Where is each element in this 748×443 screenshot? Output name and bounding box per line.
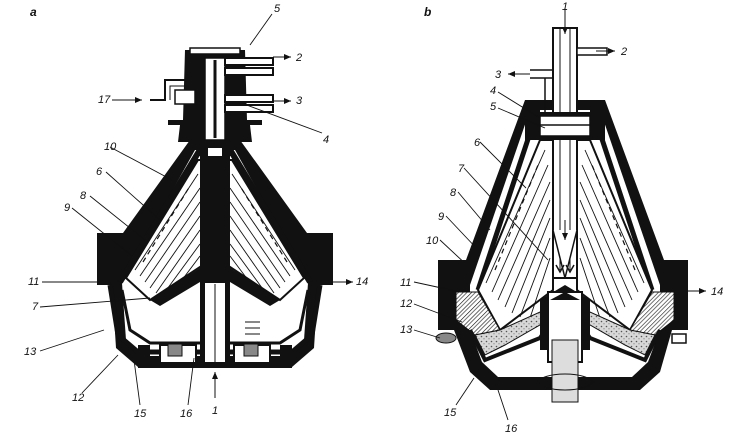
label-b-6: 6 xyxy=(474,137,481,149)
label-b-11: 11 xyxy=(400,277,411,289)
label-a-13: 13 xyxy=(24,346,37,358)
label-a-8: 8 xyxy=(80,190,87,202)
label-b-12: 12 xyxy=(400,298,412,310)
panel-letter-b: b xyxy=(424,5,431,19)
label-b-10: 10 xyxy=(426,235,439,247)
label-b-4: 4 xyxy=(490,85,496,97)
label-a-16: 16 xyxy=(180,408,193,420)
label-b-15: 15 xyxy=(444,407,457,419)
label-a-12: 12 xyxy=(72,392,84,404)
label-a-4: 4 xyxy=(323,134,329,146)
panel-b: b xyxy=(400,1,723,435)
label-a-15: 15 xyxy=(134,408,147,420)
panel-a: a xyxy=(24,3,368,420)
label-b-9: 9 xyxy=(438,211,444,223)
label-a-5: 5 xyxy=(274,3,281,15)
label-a-3: 3 xyxy=(296,95,303,107)
label-b-5: 5 xyxy=(490,101,497,113)
drive-spindle-b xyxy=(551,339,579,403)
label-a-17: 17 xyxy=(98,94,111,106)
label-b-8: 8 xyxy=(450,187,457,199)
panel-letter-a: a xyxy=(30,5,37,19)
label-a-11: 11 xyxy=(28,276,39,288)
label-b-1: 1 xyxy=(562,1,568,13)
label-b-16: 16 xyxy=(505,423,518,435)
label-b-2: 2 xyxy=(620,46,627,58)
label-b-3: 3 xyxy=(495,69,502,81)
label-b-14: 14 xyxy=(711,286,723,298)
label-b-13: 13 xyxy=(400,324,413,336)
label-a-7: 7 xyxy=(32,301,39,313)
label-a-9: 9 xyxy=(64,202,70,214)
label-b-7: 7 xyxy=(458,163,465,175)
label-a-6: 6 xyxy=(96,166,103,178)
label-a-14: 14 xyxy=(356,276,368,288)
label-a-2: 2 xyxy=(295,52,302,64)
label-a-1: 1 xyxy=(212,405,218,417)
label-a-10: 10 xyxy=(104,141,117,153)
